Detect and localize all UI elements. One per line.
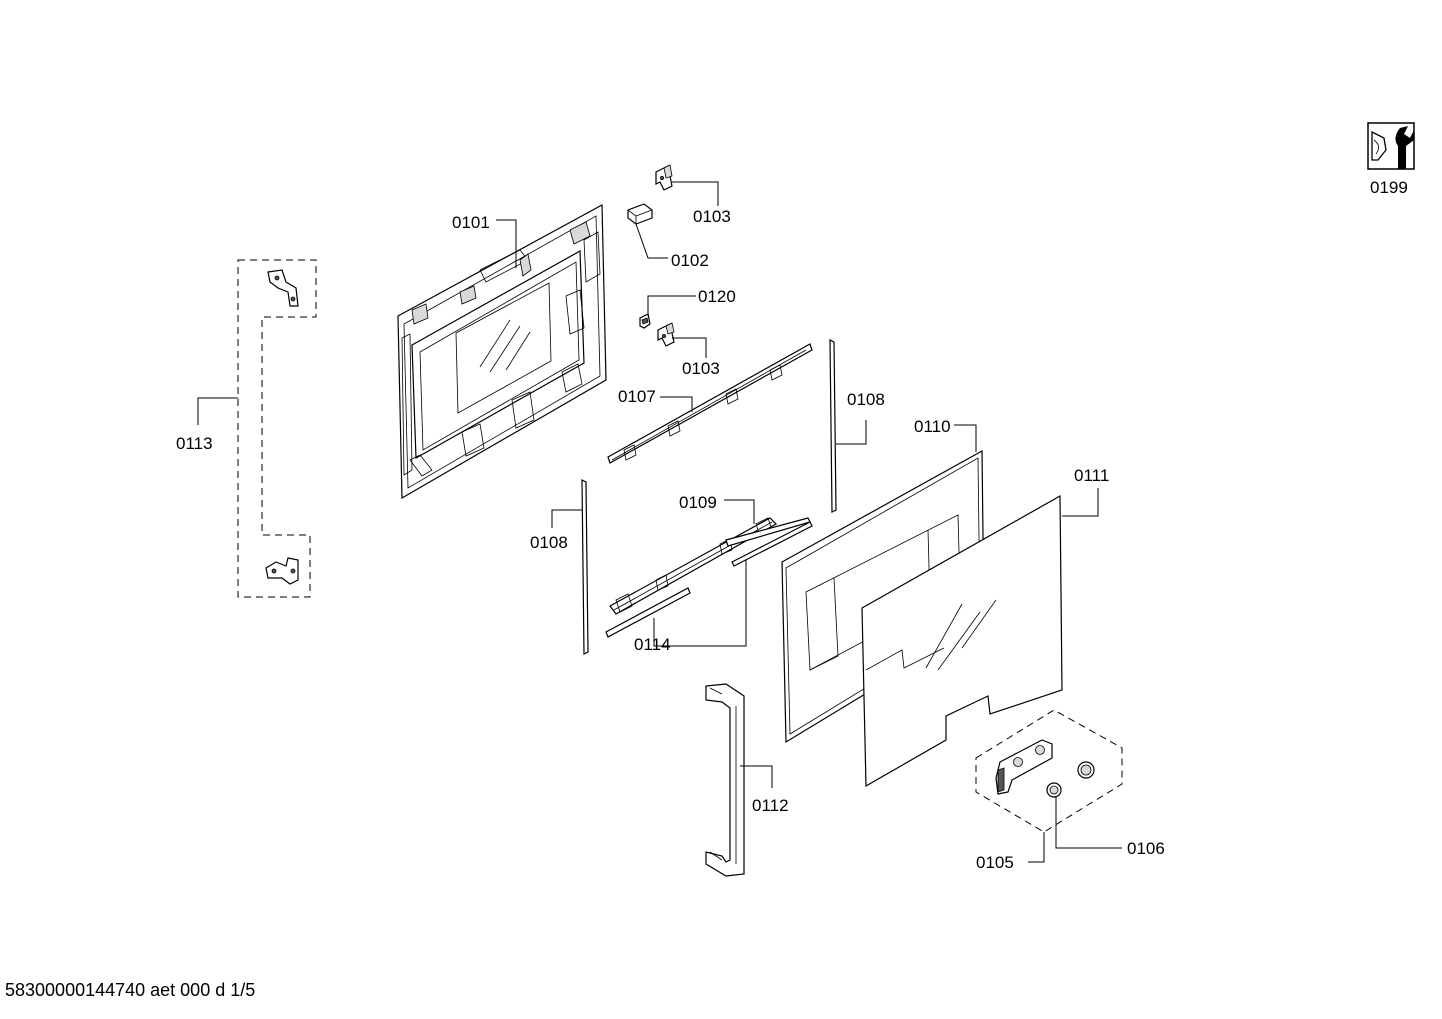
knob-0105 [1046, 782, 1062, 798]
part-label-0108-right: 0108 [847, 390, 885, 409]
part-label-0113: 0113 [176, 434, 213, 453]
hardware-kit [975, 709, 1123, 833]
part-label-0111: 0111 [1074, 466, 1109, 485]
part-label-0106: 0106 [1127, 839, 1165, 858]
hinge-lower [265, 557, 299, 585]
part-label-0114: 0114 [634, 635, 671, 654]
knob-0106 [1077, 761, 1095, 779]
bracket-0103-top [655, 164, 673, 191]
door-frame-0101 [397, 204, 607, 500]
part-label-0112: 0112 [752, 796, 789, 815]
block-0102 [627, 203, 653, 225]
part-label-0103-top: 0103 [693, 207, 731, 226]
part-label-0101: 0101 [452, 213, 490, 232]
part-label-0109: 0109 [679, 493, 717, 512]
glass-panel-0111 [861, 494, 1063, 788]
profile-0109 [609, 517, 813, 615]
part-label-0105: 0105 [976, 853, 1014, 872]
seal-0108-left [581, 479, 589, 655]
part-label-0103-bottom: 0103 [682, 359, 720, 378]
document-code: 58300000144740 aet 000 d 1/5 [5, 980, 256, 1000]
wrench-icon [1367, 122, 1415, 170]
part-label-0102: 0102 [671, 251, 709, 270]
hinge-kit-0113 [237, 259, 317, 598]
hinge-upper [267, 269, 299, 307]
seal-0108-right [829, 339, 837, 513]
bracket-part [995, 739, 1053, 795]
door-handle-0112 [705, 683, 745, 877]
part-label-0199: 0199 [1370, 178, 1408, 197]
bracket-0103-bottom [657, 322, 675, 347]
profile-strip-0107 [607, 343, 813, 464]
strips-0114 [605, 587, 691, 638]
clip-0120 [639, 313, 651, 329]
part-label-0107: 0107 [618, 387, 656, 406]
part-label-0110: 0110 [914, 417, 951, 436]
part-label-0120: 0120 [698, 287, 736, 306]
part-label-0108-left: 0108 [530, 533, 568, 552]
